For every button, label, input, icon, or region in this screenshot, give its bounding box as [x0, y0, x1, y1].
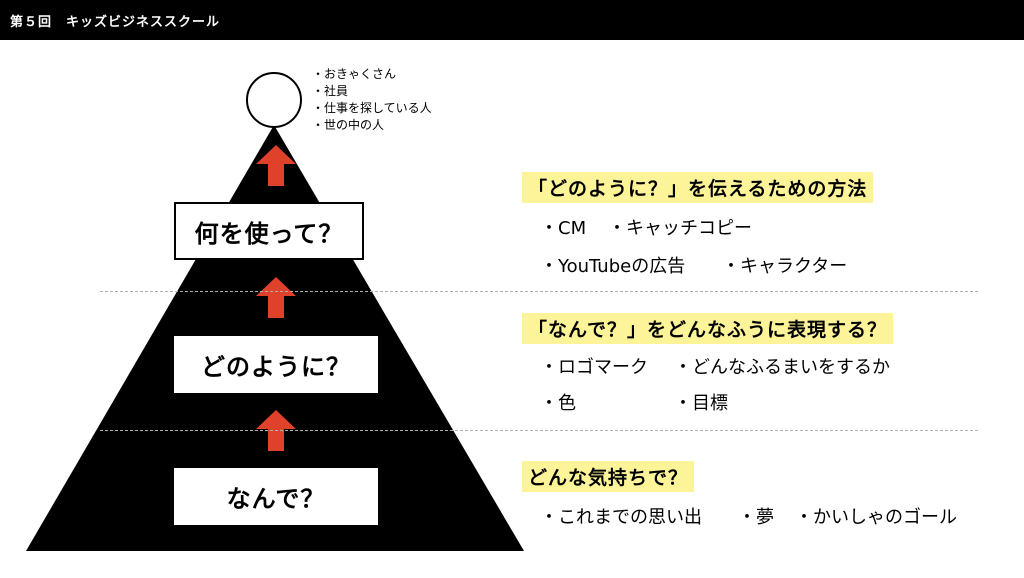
list-item: ・どんなふるまいをするか	[674, 357, 890, 378]
section-heading-feelings: どんな気持ちで？	[522, 461, 695, 492]
list-item: ・YouTubeの広告	[540, 256, 686, 277]
audience-item: ・世の中の人	[312, 118, 385, 132]
arrow-up-icon	[256, 277, 296, 318]
list-item: ・かいしゃのゴール	[795, 507, 957, 528]
level-label-what: 何を使って？	[174, 202, 364, 260]
level-label-how: どのように？	[174, 336, 378, 393]
section-heading-expression: 「なんで？」をどんなふうに表現する？	[522, 313, 894, 344]
level-label-why: なんで？	[174, 468, 378, 525]
list-item: ・CM	[540, 218, 587, 239]
header-bar: 第５回 キッズビジネススクール	[0, 0, 1024, 40]
audience-item: ・社員	[312, 84, 349, 98]
list-item: ・キャッチコピー	[608, 218, 752, 239]
audience-item: ・おきゃくさん	[312, 67, 397, 81]
list-item: ・目標	[674, 393, 728, 414]
audience-circle	[246, 72, 302, 128]
section-heading-methods: 「どのように？」を伝えるための方法	[522, 172, 874, 203]
list-item: ・色	[540, 393, 576, 414]
divider-line	[100, 430, 978, 431]
audience-item: ・仕事を探している人	[312, 101, 432, 115]
audience-list: ・おきゃくさん ・社員 ・仕事を探している人 ・世の中の人	[312, 66, 432, 134]
page-title: 第５回 キッズビジネススクール	[10, 15, 221, 30]
list-item: ・ロゴマーク	[540, 357, 648, 378]
list-item: ・夢	[738, 507, 774, 528]
divider-line	[100, 291, 978, 292]
list-item: ・これまでの思い出	[540, 507, 702, 528]
arrow-up-icon	[256, 145, 296, 186]
list-item: ・キャラクター	[722, 256, 848, 277]
